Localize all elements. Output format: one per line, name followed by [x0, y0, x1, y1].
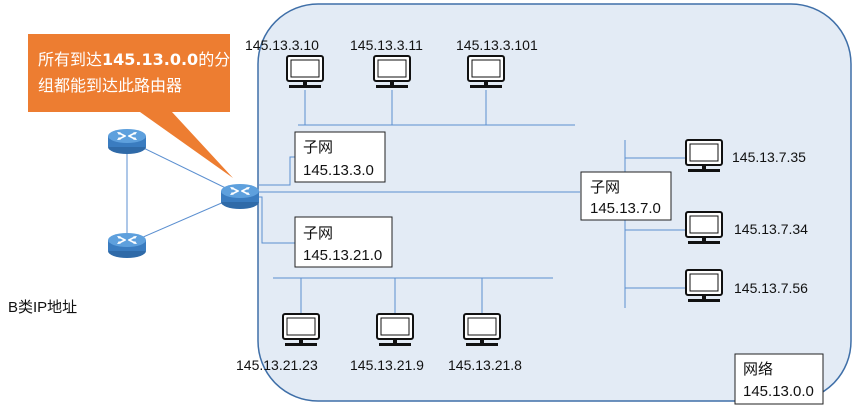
- subnet-21-address: 145.13.21.0: [303, 247, 382, 264]
- router-icon-main: [220, 183, 260, 210]
- subnet-3-title: 子网: [303, 139, 333, 156]
- router-icon-bottom: [107, 232, 147, 259]
- host-label-3-101: 145.13.3.101: [456, 37, 538, 53]
- network-address: 145.13.0.0: [743, 383, 814, 400]
- subnet-7-bus: [624, 140, 686, 308]
- host-label-3-11: 145.13.3.11: [350, 37, 423, 53]
- subnet-7-title: 子网: [590, 179, 620, 196]
- host-label-3-10: 145.13.3.10: [245, 37, 319, 53]
- callout-line-1: 所有到达145.13.0.0的分: [38, 50, 230, 69]
- router-links: [126, 139, 580, 245]
- subnet-21-bus: [273, 277, 553, 318]
- subnet-7-label-box: 子网 145.13.7.0: [580, 171, 672, 221]
- subnet-21-title: 子网: [303, 225, 333, 242]
- network-region: [257, 3, 852, 402]
- subnet-3-bus: [298, 90, 575, 126]
- host-label-7-34: 145.13.7.34: [734, 221, 808, 237]
- host-label-7-35: 145.13.7.35: [732, 149, 806, 165]
- callout: 所有到达145.13.0.0的分 组都能到达此路由器: [28, 34, 233, 178]
- host-label-21-9: 145.13.21.9: [350, 357, 424, 373]
- subnet-3-label-box: 子网 145.13.3.0: [294, 131, 386, 183]
- callout-line-2: 组都能到达此路由器: [38, 76, 182, 95]
- subnet-7-address: 145.13.7.0: [590, 200, 661, 217]
- subnet-3-address: 145.13.3.0: [303, 162, 374, 179]
- network-title: 网络: [743, 361, 773, 378]
- network-label-box: 网络 145.13.0.0: [734, 353, 824, 405]
- subnet-21-label-box: 子网 145.13.21.0: [294, 216, 393, 268]
- host-label-21-23: 145.13.21.23: [236, 357, 318, 373]
- host-label-7-56: 145.13.7.56: [734, 280, 808, 296]
- class-b-label: B类IP地址: [8, 299, 77, 316]
- router-icon-top: [107, 128, 147, 155]
- host-label-21-8: 145.13.21.8: [448, 357, 522, 373]
